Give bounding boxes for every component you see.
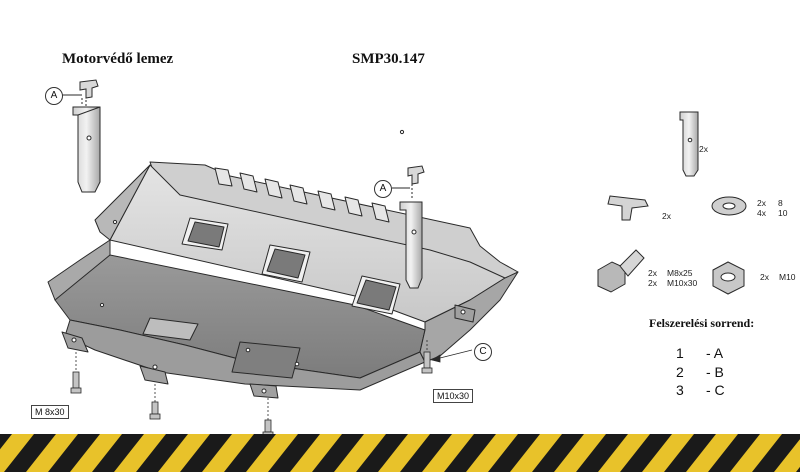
hazard-stripe-band xyxy=(444,434,496,472)
washer-qty-2: 4x xyxy=(757,208,766,218)
part-bolt xyxy=(597,249,645,293)
product-name: Motorvédő lemez xyxy=(62,51,174,67)
hazard-stripe-band xyxy=(92,434,144,472)
center-bracket-assembly xyxy=(392,165,425,289)
hazard-stripe-band xyxy=(356,434,408,472)
plate-left-wing xyxy=(94,164,151,241)
hazard-stripe-band xyxy=(620,434,672,472)
plate-rear-tabs xyxy=(214,167,390,223)
plate-recess-inner xyxy=(187,221,397,311)
hazard-stripe-band xyxy=(312,434,364,472)
assembly-step-3-letter: - C xyxy=(706,382,725,398)
part-number: SMP30.147 xyxy=(352,51,425,67)
callout-c: C xyxy=(474,343,492,361)
washer-qty-1: 2x xyxy=(757,198,766,208)
callout-a-center: A xyxy=(374,180,392,198)
left-clip xyxy=(79,79,99,99)
bolt-qty-1: 2x xyxy=(648,268,657,278)
hazard-stripe-band xyxy=(708,434,760,472)
assembly-order-title: Felszerelési sorrend: xyxy=(649,316,755,330)
plate-front-hatch xyxy=(231,341,301,379)
bolt-qty-2: 2x xyxy=(648,278,657,288)
center-bracket xyxy=(399,201,423,289)
bolt-label-left: M 8x30 xyxy=(31,405,69,419)
hazard-stripe-band xyxy=(268,434,320,472)
bolt-front-right xyxy=(262,398,274,437)
assembly-step-1-letter: - A xyxy=(706,345,724,361)
plate-holes xyxy=(71,129,466,394)
nut-size: M10 xyxy=(779,272,796,282)
assembly-step-3-number: 3 xyxy=(676,382,684,398)
bolt-size-2: M10x30 xyxy=(667,278,698,288)
assembly-step-1-number: 1 xyxy=(676,345,684,361)
hazard-stripe-band xyxy=(48,434,100,472)
hazard-stripe-band xyxy=(576,434,628,472)
left-bracket-assembly xyxy=(62,79,101,193)
center-clip xyxy=(407,165,425,185)
hazard-stripe-band xyxy=(752,434,800,472)
hazard-stripe-band xyxy=(136,434,188,472)
bolt-front-mid xyxy=(149,384,161,420)
washer-size-2: 10 xyxy=(778,208,788,218)
skid-plate xyxy=(47,129,519,399)
hazard-stripe-band xyxy=(664,434,716,472)
bolt-side-right xyxy=(421,340,433,374)
hazard-stripe-band xyxy=(180,434,232,472)
hazard-stripe-footer xyxy=(0,434,800,472)
nut-qty: 2x xyxy=(760,272,769,282)
left-bracket xyxy=(72,106,101,193)
bolt-label-right: M10x30 xyxy=(433,389,474,403)
bracket-qty: 2x xyxy=(699,144,708,154)
part-washer xyxy=(711,196,747,216)
hazard-stripe-band xyxy=(532,434,584,472)
hazard-stripe-band xyxy=(796,466,800,472)
hazard-stripe-band xyxy=(224,434,276,472)
hazard-stripe-band xyxy=(400,434,452,472)
hazard-stripe-band xyxy=(4,434,56,472)
assembly-step-2-number: 2 xyxy=(676,364,684,380)
bolt-size-1: M8x25 xyxy=(667,268,693,278)
part-nut xyxy=(712,261,745,295)
part-clip xyxy=(607,195,649,221)
part-bracket xyxy=(679,111,699,177)
washer-size-1: 8 xyxy=(778,198,783,208)
bolt-front-left xyxy=(70,352,82,394)
assembly-step-2-letter: - B xyxy=(706,364,724,380)
clip-qty: 2x xyxy=(662,211,671,221)
plate-front-vent xyxy=(142,317,199,341)
parts-list xyxy=(597,111,747,295)
callout-a-left: A xyxy=(45,87,63,105)
hazard-stripe-band xyxy=(488,434,540,472)
